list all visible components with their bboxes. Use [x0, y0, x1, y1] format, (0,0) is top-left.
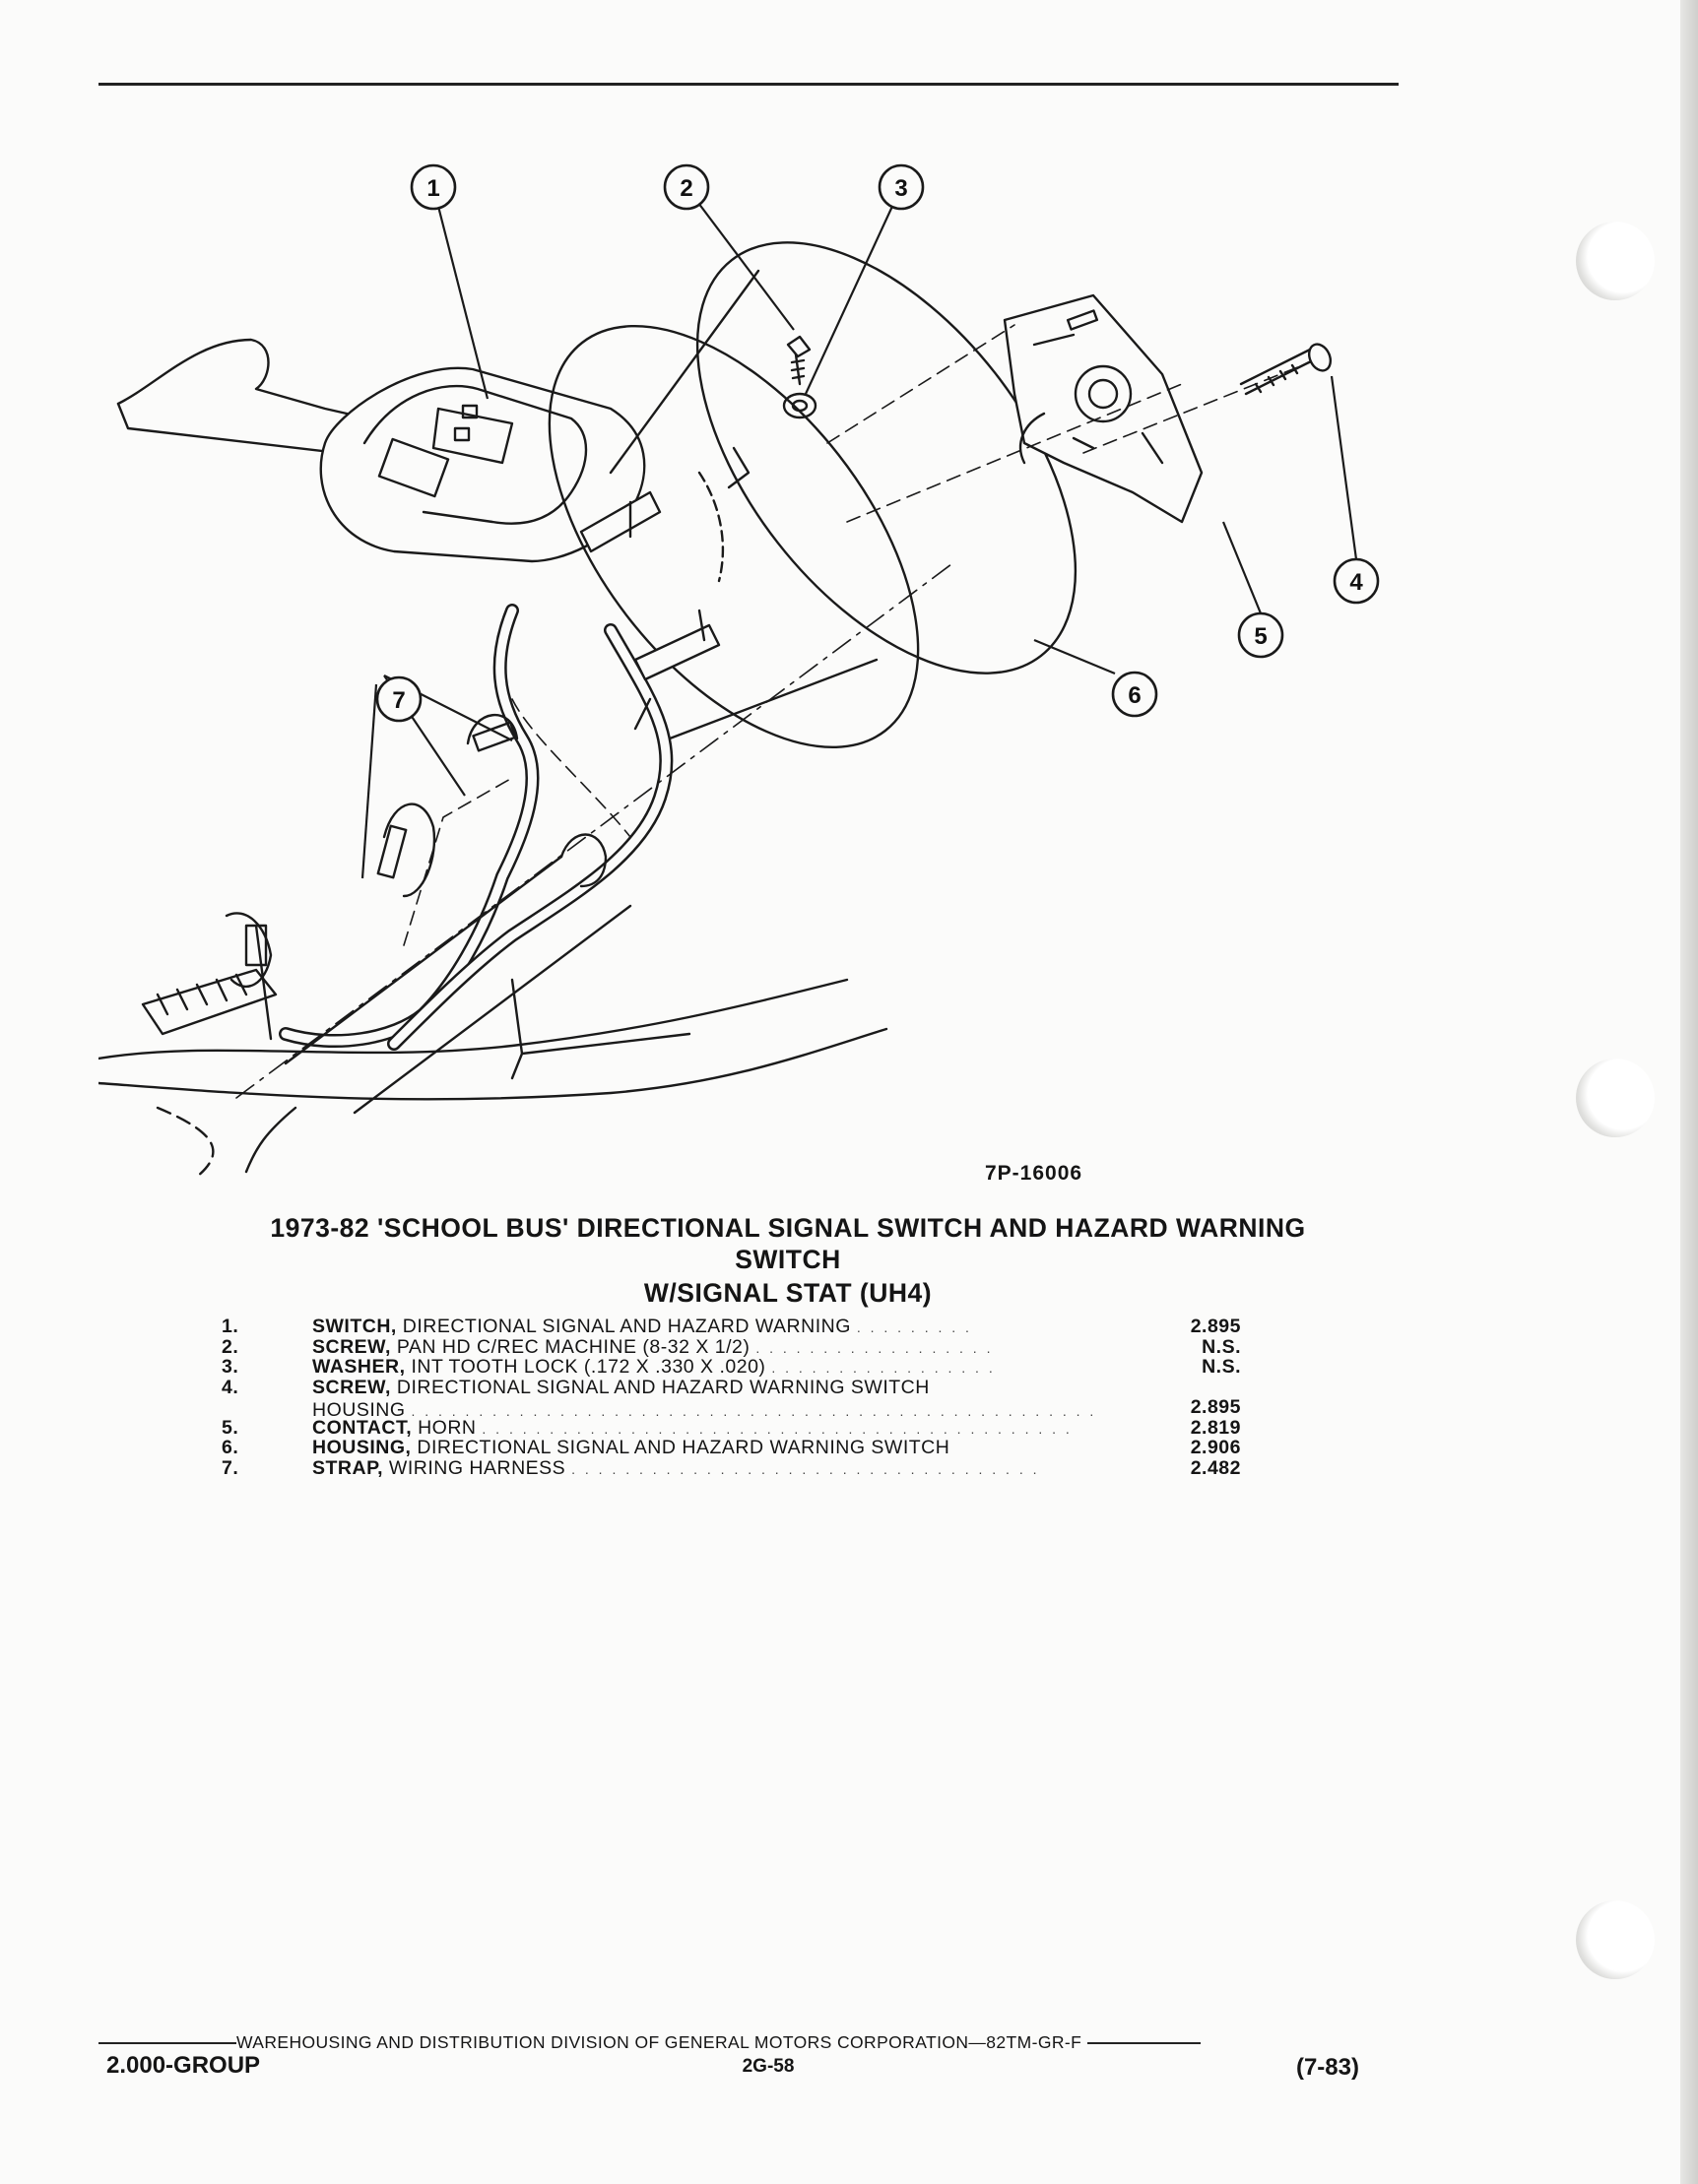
revision-date: (7-83) — [1295, 2054, 1359, 2081]
group-number: 2.819 — [1190, 1416, 1241, 1439]
parts-row: 6. HOUSING, DIRECTIONAL SIGNAL AND HAZAR… — [222, 1437, 1246, 1458]
callout-6 — [1111, 671, 1158, 718]
item-number: 4. — [222, 1376, 239, 1398]
parts-row: 1. SWITCH, DIRECTIONAL SIGNAL AND HAZARD… — [222, 1316, 1246, 1337]
callout-label-6: 6 — [1128, 682, 1141, 709]
group-number: N.S. — [1202, 1356, 1241, 1378]
callout-4 — [1333, 557, 1380, 605]
group-number: 2.895 — [1190, 1316, 1241, 1337]
callout-5 — [1237, 611, 1284, 659]
group-number: N.S. — [1202, 1335, 1241, 1358]
callout-label-3: 3 — [894, 175, 907, 202]
binder-hole — [1576, 1900, 1655, 1979]
page-title: 1973-82 'SCHOOL BUS' DIRECTIONAL SIGNAL … — [270, 1213, 1306, 1243]
figure-id: 7P-16006 — [985, 1162, 1083, 1185]
footer-rule — [98, 2042, 236, 2045]
callout-2 — [663, 163, 710, 211]
callout-3 — [878, 163, 925, 211]
page-edge — [1680, 0, 1698, 2184]
item-description: WASHER, INT TOOTH LOCK (.172 X .330 X .0… — [312, 1356, 996, 1378]
item-description: SCREW, PAN HD C/REC MACHINE (8-32 X 1/2)… — [312, 1335, 994, 1358]
group-number: 2.906 — [1190, 1437, 1241, 1458]
parts-row: 2. SCREW, PAN HD C/REC MACHINE (8-32 X 1… — [222, 1335, 1246, 1358]
binder-hole — [1576, 1059, 1655, 1137]
callout-label-7: 7 — [392, 687, 405, 714]
item-description: SWITCH, DIRECTIONAL SIGNAL AND HAZARD WA… — [312, 1316, 972, 1337]
footer-rule — [1086, 2042, 1201, 2045]
binder-hole — [1576, 222, 1655, 300]
item-number: 7. — [222, 1456, 239, 1479]
callout-label-5: 5 — [1254, 623, 1267, 650]
parts-row: 3. WASHER, INT TOOTH LOCK (.172 X .330 X… — [222, 1356, 1246, 1378]
callout-label-4: 4 — [1349, 569, 1363, 596]
page-subtitle: W/SIGNAL STAT (UH4) — [643, 1278, 933, 1308]
callout-label-1: 1 — [426, 175, 439, 202]
exploded-view-illustration: 1 2 3 4 5 6 7 — [98, 163, 1380, 1179]
item-description: HOUSING, DIRECTIONAL SIGNAL AND HAZARD W… — [312, 1437, 950, 1458]
footer-publisher-text: WAREHOUSING AND DISTRIBUTION DIVISION OF… — [236, 2032, 1082, 2052]
item-number: 5. — [222, 1416, 239, 1439]
item-description: CONTACT, HORN . . . . . . . . . . . . . … — [312, 1416, 1073, 1439]
item-number: 3. — [222, 1356, 239, 1378]
item-description: SCREW, DIRECTIONAL SIGNAL AND HAZARD WAR… — [312, 1376, 1100, 1421]
header-rule — [98, 83, 1399, 86]
item-number: 2. — [222, 1335, 239, 1358]
group-number: 2.482 — [1190, 1456, 1241, 1479]
item-number: 1. — [222, 1316, 239, 1337]
footer-group: 2.000-GROUP — [106, 2052, 261, 2079]
parts-row: 4. SCREW, DIRECTIONAL SIGNAL AND HAZARD … — [222, 1376, 1246, 1421]
callout-label-2: 2 — [680, 175, 692, 202]
parts-row: 7. STRAP, WIRING HARNESS . . . . . . . .… — [222, 1456, 1246, 1479]
page-number: 2G-58 — [742, 2056, 795, 2077]
callout-7 — [375, 675, 423, 723]
parts-row: 5. CONTACT, HORN . . . . . . . . . . . .… — [222, 1416, 1246, 1439]
group-number: 2.895 — [1190, 1396, 1241, 1418]
item-description: STRAP, WIRING HARNESS . . . . . . . . . … — [312, 1456, 1040, 1479]
callout-1 — [410, 163, 457, 211]
item-number: 6. — [222, 1437, 239, 1458]
footer-publisher: WAREHOUSING AND DISTRIBUTION DIVISION OF… — [98, 2032, 1359, 2053]
page-title-continued: SWITCH — [735, 1245, 841, 1274]
parts-list: 1. SWITCH, DIRECTIONAL SIGNAL AND HAZARD… — [222, 1316, 1246, 1479]
